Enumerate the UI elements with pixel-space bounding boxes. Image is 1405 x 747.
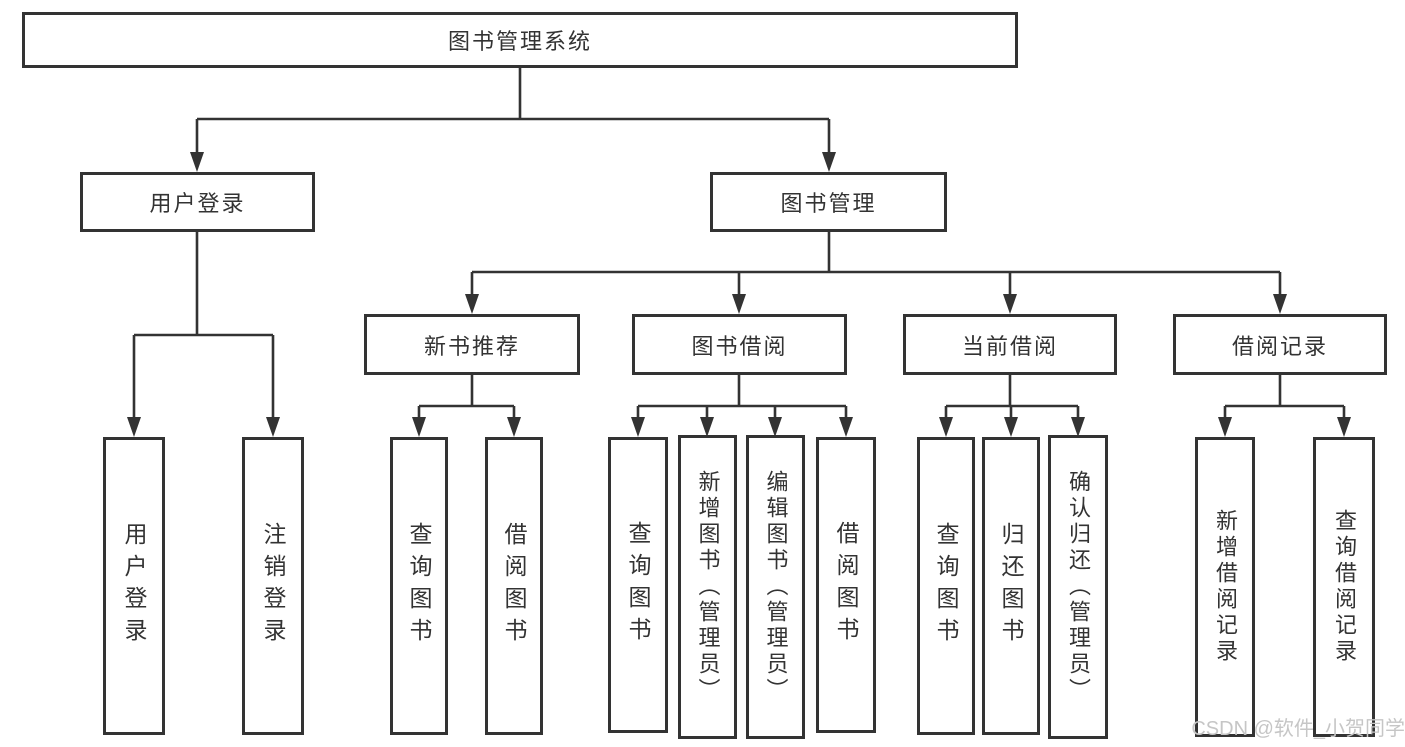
leaf-query-borrow-record: 查询借阅记录 — [1313, 437, 1375, 737]
node-book-management: 图书管理 — [710, 172, 947, 232]
node-library-management-system: 图书管理系统 — [22, 12, 1018, 68]
leaf-user-login: 用户登录 — [103, 437, 165, 735]
node-current-borrowing: 当前借阅 — [903, 314, 1117, 375]
leaf-add-book-admin: 新增图书（管理员） — [678, 435, 737, 739]
csdn-watermark: CSDN @软件_小贺同学 — [1191, 718, 1405, 740]
leaf-return-book: 归还图书 — [982, 437, 1040, 735]
leaf-edit-book-admin: 编辑图书（管理员） — [746, 435, 805, 739]
node-borrowing-records: 借阅记录 — [1173, 314, 1387, 375]
leaf-query-books-3: 查询图书 — [917, 437, 975, 735]
leaf-add-borrow-record: 新增借阅记录 — [1195, 437, 1255, 737]
leaf-confirm-return-admin: 确认归还（管理员） — [1048, 435, 1108, 739]
leaf-borrow-books-1: 借阅图书 — [485, 437, 543, 735]
leaf-query-books-2: 查询图书 — [608, 437, 668, 733]
leaf-logout: 注销登录 — [242, 437, 304, 735]
node-user-login: 用户登录 — [80, 172, 315, 232]
leaf-borrow-books-2: 借阅图书 — [816, 437, 876, 733]
node-new-book-recommend: 新书推荐 — [364, 314, 580, 375]
arrow-down-icons — [127, 152, 1351, 437]
node-book-borrowing: 图书借阅 — [632, 314, 847, 375]
leaf-query-books-1: 查询图书 — [390, 437, 448, 735]
